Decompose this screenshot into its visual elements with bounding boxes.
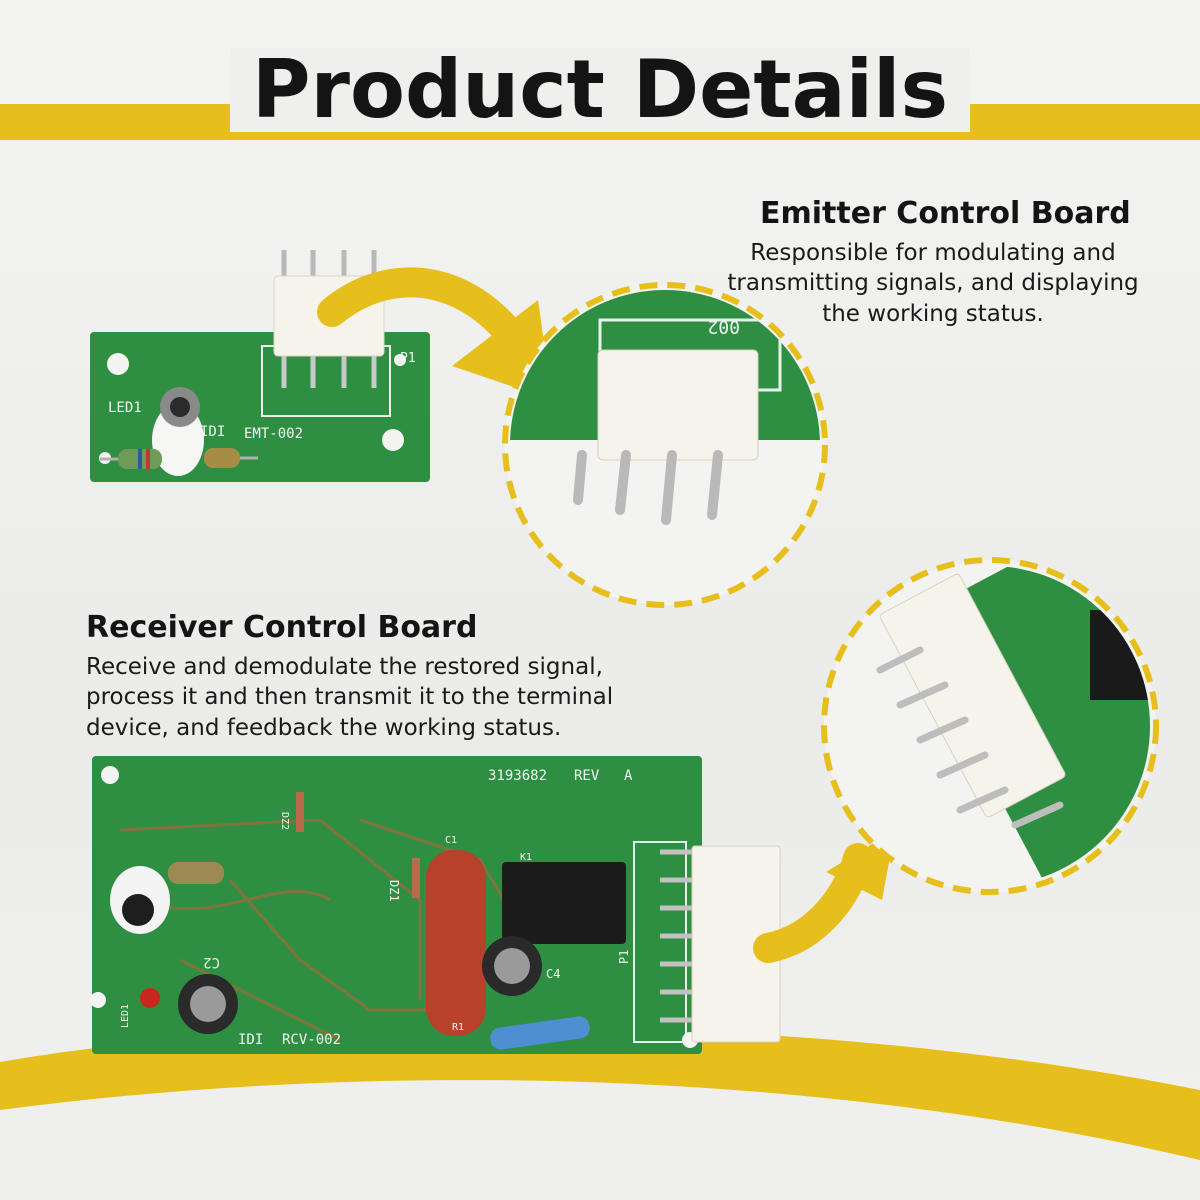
page-title: Product Details: [229, 48, 971, 132]
emitter-led-label: LED1: [108, 400, 142, 416]
receiver-model-label: RCV-002: [282, 1032, 341, 1048]
emitter-id-label: IDI: [200, 424, 225, 440]
emitter-arrow: [317, 267, 520, 343]
receiver-led-label: LED1: [120, 1004, 131, 1028]
emitter-model-label: EMT-002: [244, 426, 303, 442]
emitter-heading: Emitter Control Board: [760, 196, 1131, 231]
receiver-dz1-label: DZ1: [387, 880, 401, 902]
receiver-board: [90, 756, 781, 1054]
receiver-heading: Receiver Control Board: [86, 610, 478, 645]
emitter-zoom-label: 002: [707, 316, 740, 337]
receiver-c1-label: C1: [445, 835, 457, 846]
receiver-zoom-circle: [821, 557, 1159, 895]
receiver-rev-label: REV: [574, 768, 600, 784]
receiver-r1-label: R1: [452, 1022, 464, 1033]
receiver-k1-label: K1: [520, 852, 532, 863]
receiver-c4-label: C4: [546, 967, 560, 981]
emitter-p1-label: P1: [400, 351, 416, 366]
receiver-rev-letter: A: [624, 768, 633, 784]
receiver-c2-label: C2: [203, 954, 220, 970]
emitter-description: Responsible for modulating and transmitt…: [727, 240, 1139, 327]
receiver-p1-label: P1: [617, 950, 631, 964]
receiver-dz2-label: DZ2: [279, 812, 290, 830]
receiver-id-label: IDI: [238, 1032, 263, 1048]
receiver-description: Receive and demodulate the restored sign…: [86, 654, 614, 741]
receiver-part-label: 3193682: [488, 768, 547, 784]
